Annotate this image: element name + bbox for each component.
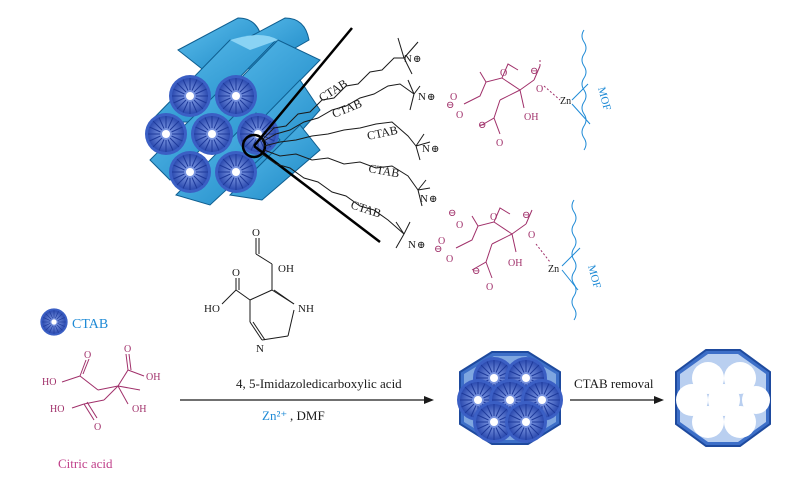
micelle-end-cap — [190, 112, 234, 156]
oxygen-label: O — [496, 138, 503, 149]
oxygen-label: O — [438, 236, 445, 247]
porous-crystal — [675, 349, 771, 447]
ctab-chain-label: CTAB — [349, 198, 383, 221]
minus-charge-icon: ⊖ — [478, 120, 486, 131]
hydroxyl-label: HO — [50, 404, 64, 415]
ctab-chain-label: CTAB — [367, 161, 400, 180]
reaction-arrow-2: CTAB removal — [570, 376, 664, 404]
oxygen-label: O — [232, 267, 240, 279]
oxygen-label: O — [490, 212, 497, 223]
oxygen-label: O — [528, 230, 535, 241]
zinc-label: Zn — [560, 96, 571, 107]
minus-charge-icon: ⊖ — [530, 66, 538, 77]
hydroxyl-label: OH — [132, 404, 146, 415]
ctab-legend-label: CTAB — [72, 317, 108, 332]
plus-charge-icon: ⊕ — [427, 92, 435, 103]
nh-label: NH — [298, 303, 314, 315]
oxygen-label: O — [536, 84, 543, 95]
plus-charge-icon: ⊕ — [417, 240, 425, 251]
hydroxyl-label: OH — [524, 112, 538, 123]
ctab-legend: CTAB — [40, 308, 108, 336]
micelle-end-cap — [168, 150, 212, 194]
oxygen-label: O — [124, 344, 131, 355]
oxygen-label: O — [486, 282, 493, 293]
ctab-chain-labels: CTAB CTAB CTAB CTAB CTAB — [316, 76, 400, 220]
micelle-end-cap — [214, 74, 258, 118]
crystal-with-micelles — [456, 351, 564, 445]
ctab-chain-label: CTAB — [330, 96, 364, 121]
imidazole-structure: OH O O HO NH N — [204, 227, 314, 355]
minus-charge-icon: ⊖ — [434, 244, 442, 255]
zinc-ion-label: Zn²⁺ — [262, 408, 287, 423]
oxygen-label: O — [450, 92, 457, 103]
n-plus-label: N — [408, 239, 416, 251]
oxygen-label: O — [252, 227, 260, 239]
citrate-complex-lower: O O ⊖ O ⊖ O OH O ⊖ ⊖ O Zn MOF — [434, 199, 603, 321]
nitrogen-label: N — [256, 343, 264, 355]
mof-label: MOF — [595, 86, 613, 112]
micelle-end-cap — [144, 112, 188, 156]
mof-wavy-line — [581, 29, 587, 151]
oxygen-label: O — [446, 254, 453, 265]
oxygen-label: O — [84, 350, 91, 361]
plus-charge-icon: ⊕ — [413, 54, 421, 65]
hydroxyl-label: HO — [204, 303, 220, 315]
citric-acid-label: Citric acid — [58, 456, 113, 471]
minus-charge-icon: ⊖ — [446, 100, 454, 111]
ctab-chain-label: CTAB — [366, 123, 399, 143]
micelle-end-cap — [168, 74, 212, 118]
ctab-removal-label: CTAB removal — [574, 376, 654, 391]
cylinder-bundle — [144, 17, 321, 206]
oxygen-label: O — [456, 110, 463, 121]
reaction-arrow-1: 4, 5-Imidazoledicarboxylic acid Zn²⁺ , D… — [180, 376, 434, 423]
n-plus-label: N — [422, 143, 430, 155]
oxygen-label: O — [456, 220, 463, 231]
zoom-line-top — [253, 27, 353, 147]
micelle-icon — [40, 308, 68, 336]
n-plus-label: N — [420, 193, 428, 205]
minus-charge-icon: ⊖ — [522, 210, 530, 221]
plus-charge-icon: ⊕ — [431, 144, 439, 155]
hydroxyl-label: OH — [146, 372, 160, 383]
hydroxyl-label: OH — [278, 263, 294, 275]
pore-cavities — [676, 362, 770, 438]
zoom-line-bottom — [253, 145, 381, 243]
ammonium-labels: N ⊕ N ⊕ N ⊕ N ⊕ N ⊕ — [404, 53, 439, 251]
oxygen-label: O — [500, 68, 507, 79]
ctab-chains — [261, 37, 431, 249]
mof-wavy-line — [571, 199, 577, 321]
oxygen-label: O — [94, 422, 101, 433]
hydroxyl-label: HO — [42, 377, 56, 388]
citrate-complex-upper: O O ⊖ O ⊖ O OH O ⊖ Zn MOF — [446, 29, 613, 151]
minus-charge-icon: ⊖ — [472, 266, 480, 277]
n-plus-label: N — [418, 91, 426, 103]
citric-acid-structure: HO O O OH OH HO O Citric acid — [42, 344, 160, 471]
zinc-label: Zn — [548, 264, 559, 275]
hydroxyl-label: OH — [508, 258, 522, 269]
reagent-label: 4, 5-Imidazoledicarboxylic acid — [236, 376, 402, 391]
solvent-label: , DMF — [290, 408, 325, 423]
minus-charge-icon: ⊖ — [448, 208, 456, 219]
micelle-icon — [504, 400, 548, 444]
n-plus-label: N — [404, 53, 412, 65]
mof-label: MOF — [585, 264, 603, 290]
ctab-chain-label: CTAB — [316, 76, 350, 104]
plus-charge-icon: ⊕ — [429, 194, 437, 205]
